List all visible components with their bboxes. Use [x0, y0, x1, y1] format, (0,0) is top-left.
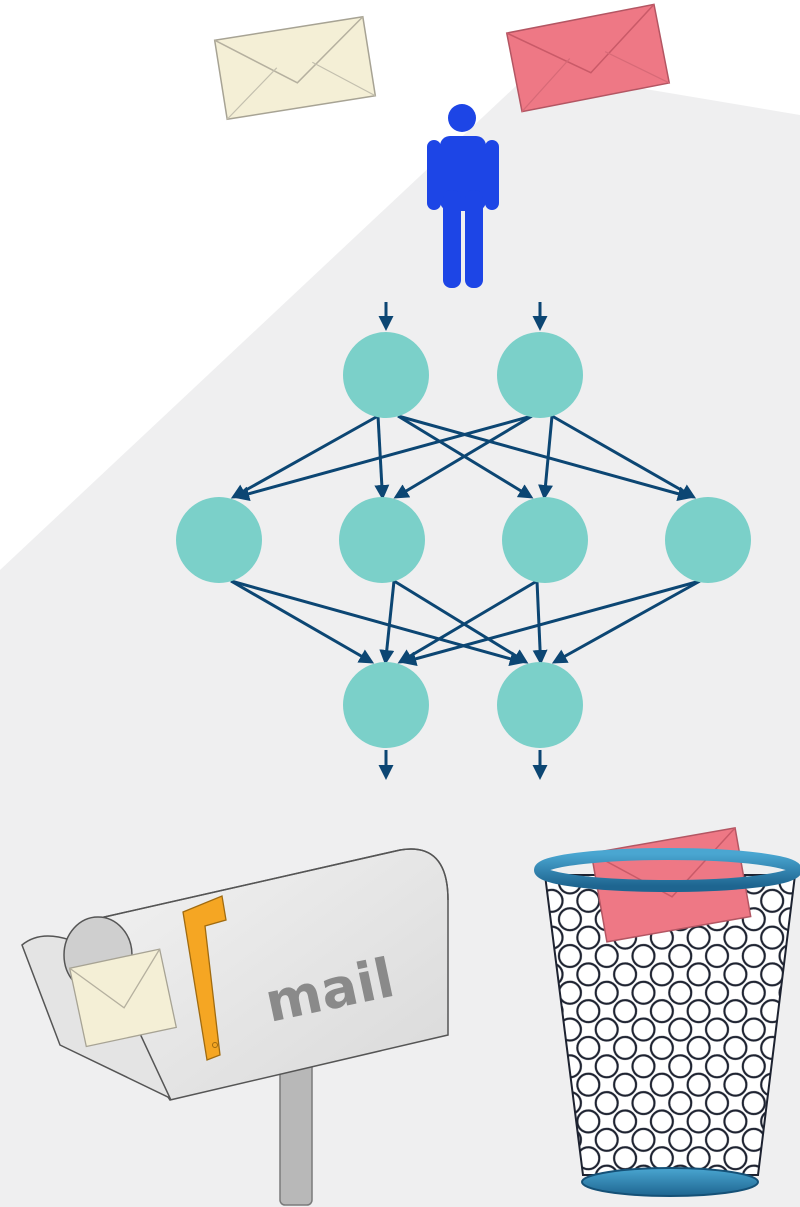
- envelope-red-icon: [505, 3, 671, 113]
- node-layer2-3: [502, 497, 588, 583]
- node-layer2-2: [339, 497, 425, 583]
- node-layer2-1: [176, 497, 262, 583]
- node-layer3-1: [343, 662, 429, 748]
- node-layer2-4: [665, 497, 751, 583]
- node-layer1-1: [343, 332, 429, 418]
- network-edge: [538, 415, 554, 500]
- network-edge: [393, 579, 529, 664]
- network-edge: [230, 579, 525, 667]
- network-edge: [397, 579, 538, 664]
- trash-rim: [534, 848, 800, 892]
- node-layer3-2: [497, 662, 583, 748]
- envelope-cream-icon: [213, 15, 377, 121]
- network-edge: [230, 414, 379, 499]
- network-edge: [401, 579, 701, 667]
- network-nodes: [176, 332, 751, 748]
- person-icon: [427, 104, 499, 288]
- network-edge: [397, 414, 693, 502]
- network-edge: [551, 579, 701, 664]
- network-edge: [393, 414, 533, 499]
- network-edge: [379, 580, 396, 665]
- mailbox-icon: mail: [21, 848, 449, 1206]
- network-edge: [234, 414, 533, 502]
- network-edge: [230, 579, 375, 664]
- trash-can-icon: [534, 826, 800, 1197]
- mailbox-flag: [182, 895, 227, 1061]
- network-edge: [551, 414, 697, 499]
- network-edge: [532, 580, 548, 665]
- node-layer1-2: [497, 332, 583, 418]
- network-edges: [230, 302, 701, 780]
- trash-base: [581, 1167, 759, 1197]
